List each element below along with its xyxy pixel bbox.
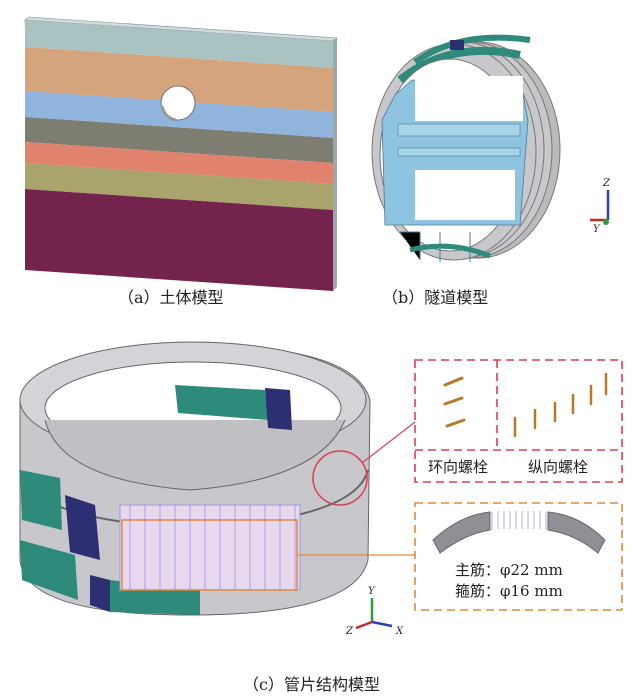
axis-y-label: Y [593, 224, 601, 235]
rebar-cage [119, 504, 301, 591]
soil-layer-1 [25, 20, 333, 68]
rebar-inset: 主筋：φ22 mm 箍筋：φ16 mm [414, 502, 623, 611]
axis-triad-c: Y Z X [345, 586, 404, 637]
tunnel-model [371, 34, 561, 262]
longitudinal-bolts [513, 372, 608, 438]
caption-b: （b）隧道模型 [382, 288, 488, 307]
soil-model [24, 16, 338, 291]
circumferential-bolts [443, 376, 466, 428]
soil-layer-4 [25, 117, 333, 163]
segment-ring-model [19, 341, 416, 616]
soil-layer-6 [25, 163, 333, 210]
bolt-inset: 环向螺栓 纵向螺栓 [414, 359, 623, 483]
longitudinal-bolt-label: 纵向螺栓 [528, 458, 588, 476]
soil-layer-7 [25, 189, 333, 291]
caption-c: （c）管片结构模型 [243, 675, 380, 694]
axis-z-label: Z [602, 178, 611, 189]
soil-layer-2 [25, 47, 333, 112]
axis-z-label: Z [345, 626, 354, 637]
bolt-highlight-circle [312, 450, 368, 506]
main-rebar-label: 主筋：φ22 mm [455, 561, 563, 579]
tunnel-hole [160, 85, 196, 121]
circumferential-bolt-label: 环向螺栓 [428, 458, 488, 476]
soil-layer-5 [25, 142, 333, 184]
stirrup-label: 箍筋：φ16 mm [455, 582, 563, 600]
axis-triad-b: Z Y [590, 178, 611, 235]
axis-x-label: X [395, 626, 404, 637]
caption-a: （a）土体模型 [118, 288, 224, 307]
axis-y-label: Y [368, 586, 376, 597]
